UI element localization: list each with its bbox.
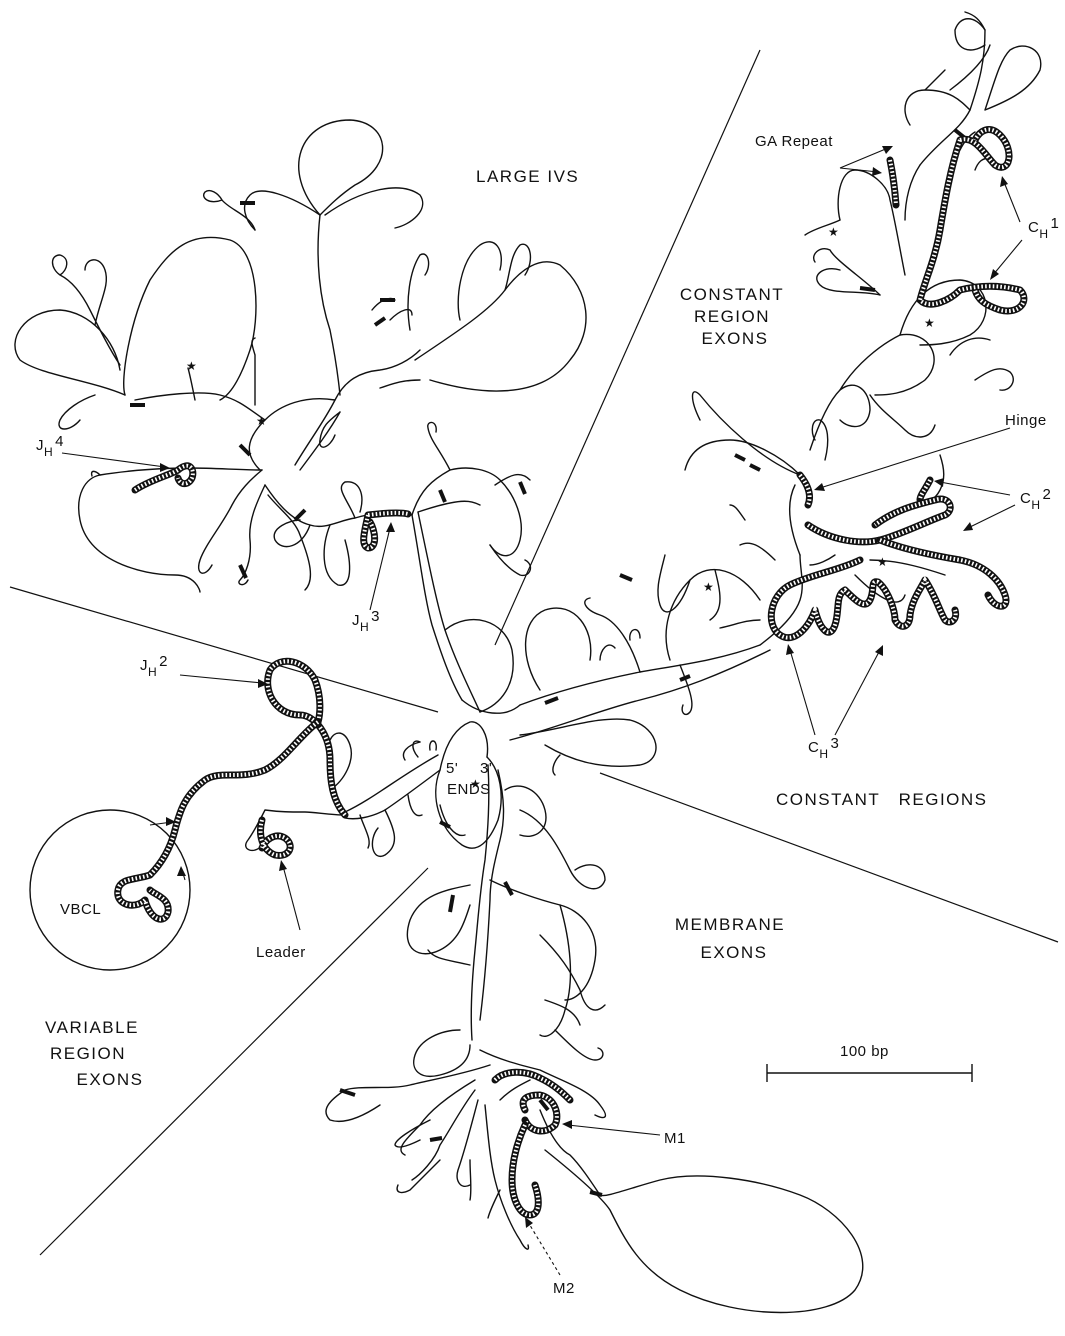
central-ends: [413, 700, 520, 848]
label-ch2: CH2: [1020, 486, 1051, 512]
ch3-sub: H: [819, 747, 828, 761]
label-membrane-exons: MEMBRANE EXONS: [675, 915, 785, 962]
ch3-exon: [771, 560, 955, 638]
ch2-sub: H: [1031, 498, 1040, 512]
jh2-num: 2: [159, 653, 168, 670]
label-vbcl: VBCL: [60, 901, 101, 918]
jh3-sub: H: [360, 620, 369, 634]
jh3-num: 3: [371, 608, 380, 625]
ch2-num: 2: [1043, 486, 1052, 503]
variable-region-exons-line2: REGION: [50, 1044, 126, 1063]
membrane-strands: [326, 765, 863, 1313]
constant-region-exons-line1: CONSTANT: [680, 285, 784, 304]
constant-region-exons-line2: REGION: [694, 307, 770, 326]
svg-text:★: ★: [256, 414, 267, 428]
ch2-exon: [808, 480, 1006, 606]
variable-region-exons-line3: EXONS: [76, 1070, 143, 1089]
label-leader: Leader: [256, 944, 306, 961]
label-ch3: CH3: [808, 735, 839, 761]
ch3-main: C: [808, 739, 819, 756]
constant-region-exons-line3: EXONS: [701, 329, 768, 348]
vbcl-circle: [30, 810, 190, 970]
jh4-sub: H: [44, 445, 53, 459]
label-jh4: JH4: [36, 433, 64, 459]
label-constant-region-exons: CONSTANT REGION EXONS: [680, 285, 784, 348]
label-m1: M1: [664, 1130, 686, 1147]
m1-exon: [495, 1072, 570, 1131]
jh4-main: J: [36, 437, 44, 454]
ch1-num: 1: [1051, 215, 1060, 232]
label-ends: ENDS: [447, 781, 491, 798]
large-ivs-strands: [15, 120, 586, 712]
label-three-prime: 3': [480, 760, 492, 777]
label-hinge: Hinge: [1005, 412, 1047, 429]
divider-large-ivs-left: [10, 587, 438, 712]
ga-repeat-exon: [890, 160, 896, 205]
ch1-main: C: [1028, 219, 1039, 236]
jh2-sub: H: [148, 665, 157, 679]
marker-stars: ★ ★ ★ ★ ★ ★ ★: [186, 225, 935, 791]
scale-bar-label: 100 bp: [840, 1043, 889, 1060]
label-m2: M2: [553, 1280, 575, 1297]
jh4-num: 4: [55, 433, 64, 450]
svg-text:★: ★: [703, 580, 714, 594]
membrane-exons-line1: MEMBRANE: [675, 915, 785, 934]
variable-region-exons-line1: VARIABLE: [45, 1018, 139, 1037]
label-constant-regions: CONSTANT REGIONS: [776, 790, 988, 809]
large-ivs-marks: [130, 203, 525, 578]
membrane-exons-line2: EXONS: [700, 943, 767, 962]
label-variable-region-exons: VARIABLE REGION EXONS: [45, 1018, 143, 1089]
scale-bar: 100 bp: [767, 1043, 972, 1082]
label-large-ivs: LARGE IVS: [476, 167, 579, 186]
leader-exon: [261, 820, 291, 855]
label-ga-repeat: GA Repeat: [755, 133, 833, 150]
label-jh2: JH2: [140, 653, 168, 679]
ch3-num: 3: [831, 735, 840, 752]
jh2-main: J: [140, 657, 148, 674]
jh3-main: J: [352, 612, 360, 629]
variable-exon: [118, 722, 318, 919]
label-jh3: JH3: [352, 608, 380, 634]
label-ch1: CH1: [1028, 215, 1059, 241]
jh2-exon: [268, 661, 345, 815]
constant-region-strands: [510, 12, 1041, 775]
svg-text:★: ★: [924, 316, 935, 330]
label-five-prime: 5': [446, 760, 458, 777]
ch2-main: C: [1020, 490, 1031, 507]
constant-marks: [545, 130, 965, 703]
hinge-exon: [800, 475, 810, 505]
ch1-sub: H: [1039, 227, 1048, 241]
svg-text:★: ★: [828, 225, 839, 239]
svg-text:★: ★: [877, 555, 888, 569]
svg-text:★: ★: [186, 359, 197, 373]
m2-exon: [512, 1125, 538, 1215]
